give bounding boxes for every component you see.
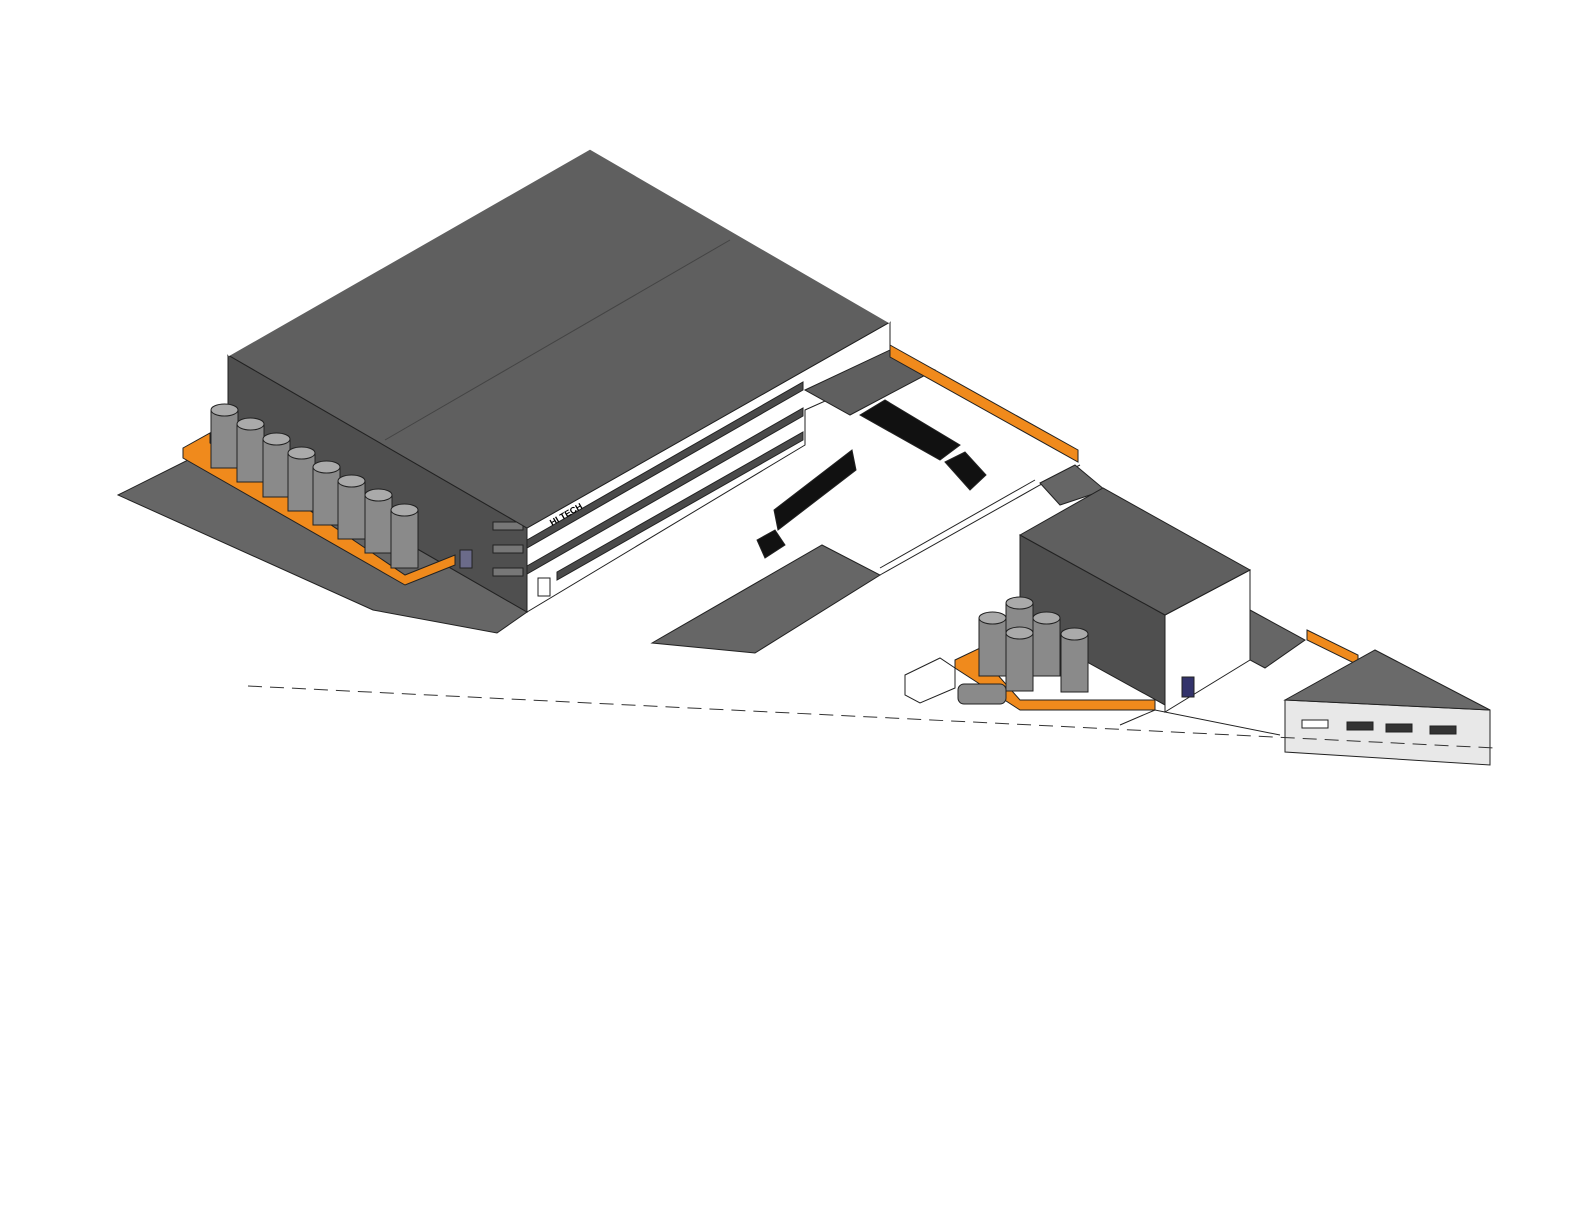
tank — [210, 403, 239, 469]
horizontal-tank — [957, 683, 1007, 705]
second-ground-slab — [1249, 609, 1306, 669]
tank — [1060, 627, 1089, 693]
boundary-wall-orange-2 — [1306, 629, 1359, 666]
truck — [756, 449, 857, 559]
truck — [859, 399, 987, 491]
tank — [287, 446, 316, 512]
office-windows — [492, 521, 524, 577]
section-line — [247, 685, 1496, 749]
storage-tanks — [210, 403, 419, 569]
road-edge — [879, 479, 1036, 569]
tank — [312, 460, 341, 526]
storage-tanks-small — [978, 596, 1089, 693]
tank — [978, 611, 1007, 677]
shed-windows — [1301, 719, 1457, 735]
side-door[interactable] — [459, 549, 473, 569]
second-building-door[interactable] — [1181, 676, 1195, 698]
roof-parapet — [227, 146, 891, 357]
second-building-roof — [1018, 487, 1252, 616]
tank — [337, 474, 366, 540]
boundary-wall-orange — [889, 344, 1079, 463]
container-box — [904, 657, 956, 704]
tank — [262, 432, 291, 498]
tank — [390, 503, 419, 569]
tank — [1032, 611, 1061, 677]
parking-slab — [650, 544, 882, 654]
tank — [1005, 626, 1034, 692]
tank — [236, 417, 265, 483]
shed-roof — [1283, 649, 1491, 711]
window-bands — [526, 381, 804, 581]
path-line — [1119, 709, 1281, 736]
entrance-door[interactable] — [537, 577, 551, 597]
roof-ridge — [384, 239, 731, 441]
tank — [364, 488, 393, 554]
